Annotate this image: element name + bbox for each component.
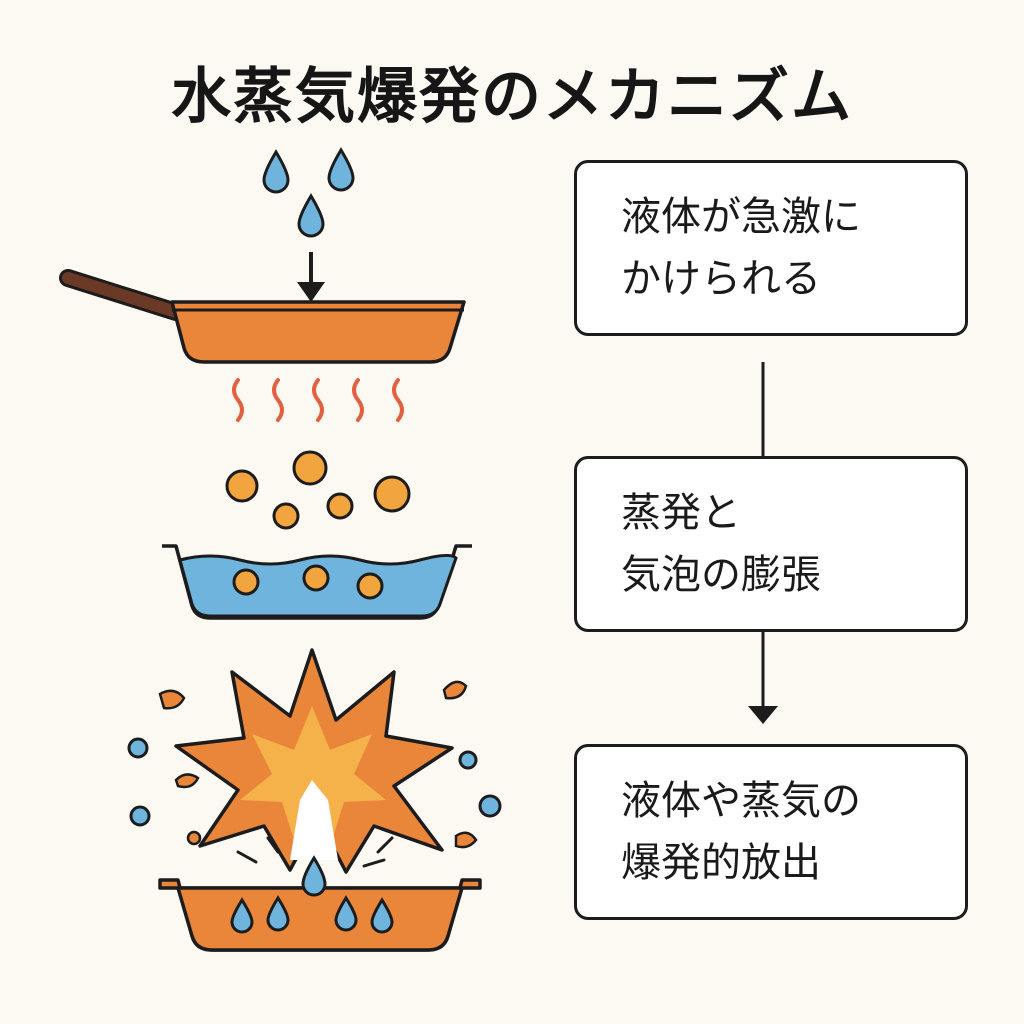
bubble: [356, 572, 384, 600]
oil-splash: [174, 773, 200, 789]
water-drop-icon: [327, 147, 355, 192]
step-2-line-1: 蒸発と: [621, 490, 741, 536]
step-3-line-1: 液体や蒸気の: [621, 778, 861, 824]
step-2-line-2: 気泡の膨張: [621, 552, 821, 598]
water-drop-icon: [230, 897, 254, 934]
bubble: [225, 469, 259, 503]
bubble: [232, 568, 260, 596]
step-2-text: 蒸発と 気泡の膨張: [577, 482, 821, 606]
splash-lines: [236, 836, 394, 868]
explosion-core: [240, 706, 386, 846]
step-1-line-1: 液体が急激に: [621, 194, 861, 240]
water-drop-icon: [266, 895, 290, 932]
bubble: [292, 450, 328, 486]
oil-droplet: [186, 830, 202, 846]
step-1-line-2: かけられる: [621, 256, 821, 302]
bubble: [326, 492, 354, 520]
oil-splash: [158, 689, 186, 710]
explosion-flash: [290, 780, 338, 860]
page-title: 水蒸気爆発のメカニズム: [171, 62, 853, 132]
frying-pan: [170, 300, 466, 364]
stage-2-illustration: [162, 450, 472, 620]
water-drop-icon: [301, 855, 327, 897]
stage-3-illustration: [127, 648, 502, 952]
water-droplet: [458, 750, 478, 770]
oil-splash: [442, 680, 468, 700]
stage-1-illustration: [59, 147, 466, 422]
down-arrow-icon: [748, 706, 778, 724]
oil-splash: [454, 831, 478, 849]
step-box-3: 液体や蒸気の 爆発的放出: [574, 744, 968, 920]
bubble: [373, 475, 411, 513]
step-1-text: 液体が急激に かけられる: [577, 186, 861, 310]
bubble: [272, 502, 300, 530]
step-3-line-2: 爆発的放出: [621, 840, 821, 886]
step-box-1: 液体が急激に かけられる: [574, 160, 968, 336]
water-droplet: [129, 805, 151, 827]
step-3-text: 液体や蒸気の 爆発的放出: [577, 770, 861, 894]
explosion-pan-body: [176, 886, 464, 952]
water-droplet: [127, 737, 149, 759]
pan-handle-fill: [62, 272, 182, 318]
water-drop-icon: [370, 897, 394, 934]
water-drop-icon: [262, 149, 290, 194]
water-drop-icon: [334, 895, 358, 932]
step-box-2: 蒸発と 気泡の膨張: [574, 456, 968, 632]
heat-waves: [232, 378, 404, 422]
water-droplet: [478, 794, 502, 818]
down-arrow-head: [297, 282, 325, 302]
bubble: [302, 564, 330, 592]
water-drop-icon: [297, 193, 325, 238]
